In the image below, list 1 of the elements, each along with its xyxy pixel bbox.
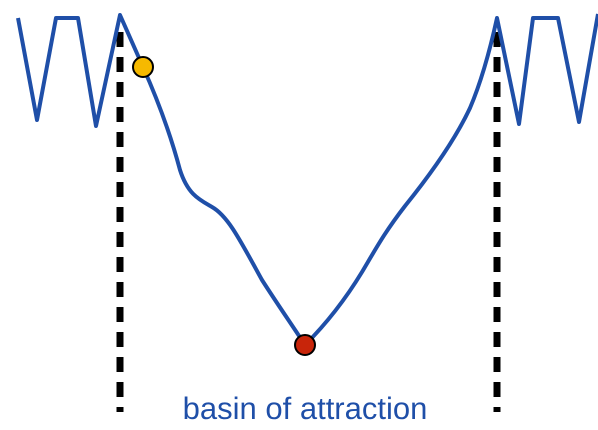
caption-text: basin of attraction [182, 392, 428, 426]
